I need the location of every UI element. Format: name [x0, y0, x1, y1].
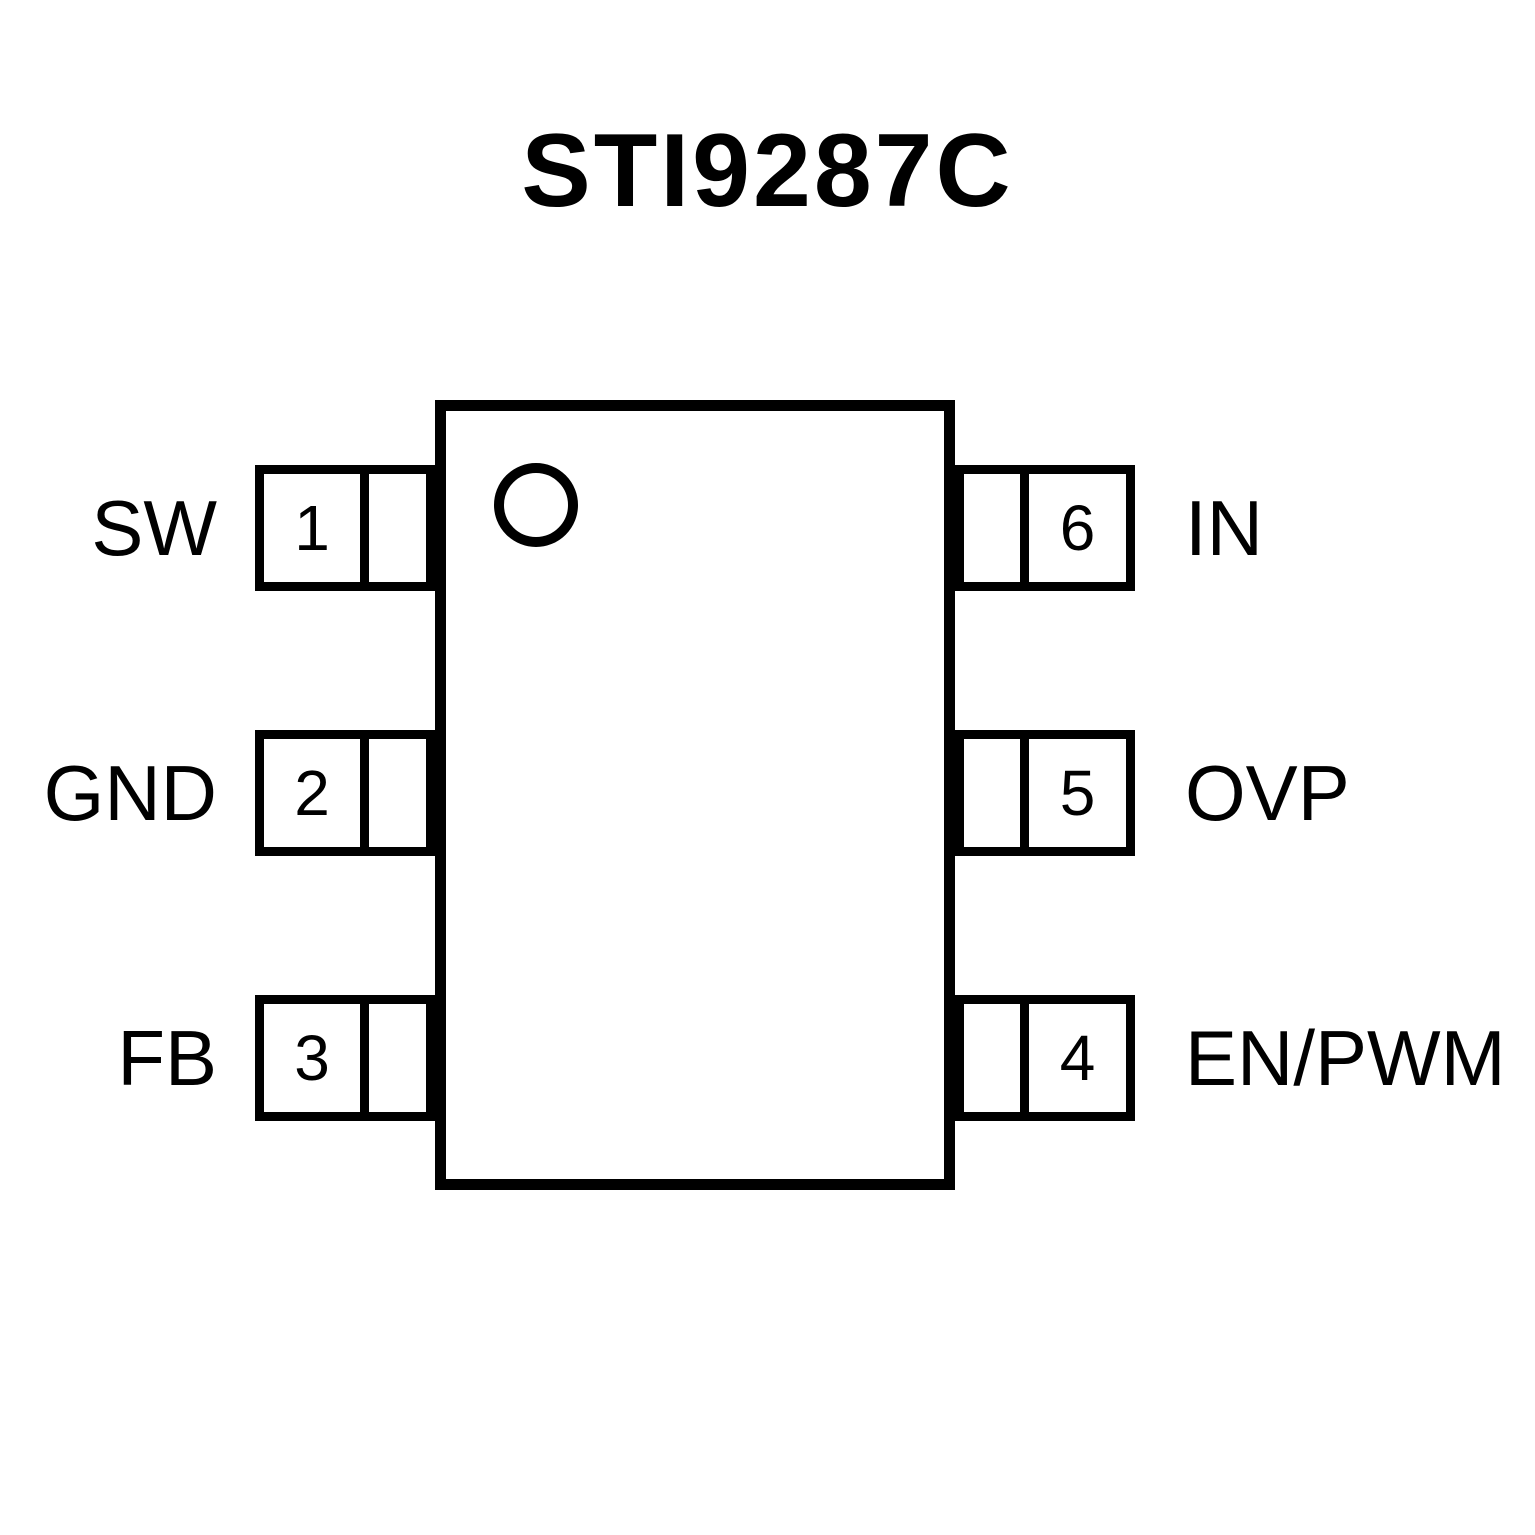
chip-part-number-title: STI9287C: [521, 113, 1014, 229]
pin-box-6: 6: [955, 465, 1135, 591]
pin-number: 1: [294, 492, 330, 564]
pin-label-en-pwm: EN/PWM: [1185, 1014, 1506, 1102]
pin-lead: [964, 739, 1020, 847]
pin-label-ovp: OVP: [1185, 749, 1350, 837]
pin-label-in: IN: [1185, 484, 1263, 572]
pin-number: 3: [294, 1022, 330, 1094]
pin-label-gnd: GND: [43, 749, 217, 837]
pin-lead: [369, 739, 426, 847]
pin-number: 4: [1059, 1022, 1096, 1094]
pin-divider: [360, 1004, 369, 1112]
pin-number: 6: [1059, 492, 1096, 564]
pin-divider: [360, 474, 369, 582]
pin-label-sw: SW: [91, 484, 217, 572]
pin1-marker-circle-icon: [494, 463, 578, 547]
pin-divider: [1020, 739, 1029, 847]
pin-lead: [369, 1004, 426, 1112]
pin-box-4: 4: [955, 995, 1135, 1121]
pin-lead: [369, 474, 426, 582]
pin-box-5: 5: [955, 730, 1135, 856]
pin-label-fb: FB: [117, 1014, 217, 1102]
pin-divider: [360, 739, 369, 847]
chip-body: [435, 400, 955, 1190]
pin-number: 5: [1059, 757, 1096, 829]
pin-box-1: 1: [255, 465, 435, 591]
pin-box-3: 3: [255, 995, 435, 1121]
pin-number: 2: [294, 757, 330, 829]
pin-divider: [1020, 1004, 1029, 1112]
pin-box-2: 2: [255, 730, 435, 856]
pin-lead: [964, 1004, 1020, 1112]
pin-lead: [964, 474, 1020, 582]
pin-divider: [1020, 474, 1029, 582]
